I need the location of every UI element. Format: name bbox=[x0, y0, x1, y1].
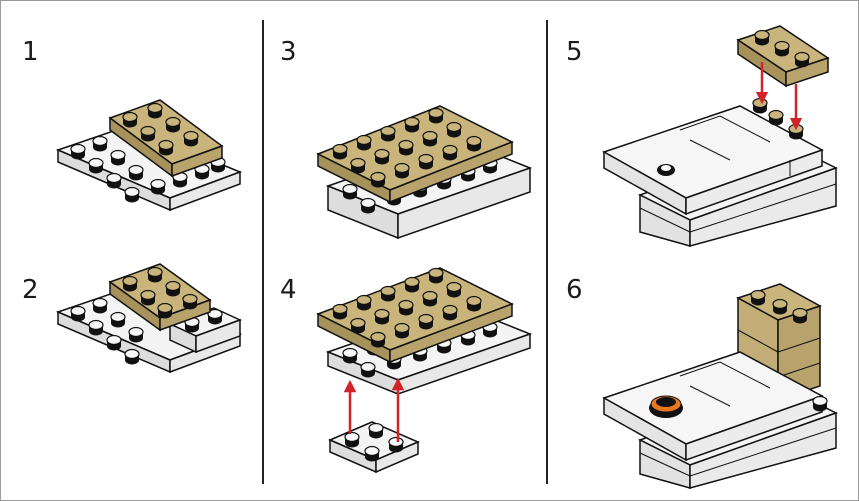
step-5-assembly bbox=[602, 25, 838, 247]
step-number-3: 3 bbox=[280, 37, 297, 67]
step-number-2: 2 bbox=[22, 275, 39, 305]
step-number-5: 5 bbox=[566, 37, 583, 67]
step-number-1: 1 bbox=[22, 37, 39, 67]
step-number-4: 4 bbox=[280, 275, 297, 305]
step-2-assembly bbox=[55, 263, 243, 374]
step-1-assembly bbox=[55, 99, 243, 212]
step-number-6: 6 bbox=[566, 275, 583, 305]
step-4-assembly bbox=[316, 267, 533, 474]
step-3-assembly bbox=[316, 105, 533, 240]
step-6-assembly bbox=[602, 283, 838, 489]
